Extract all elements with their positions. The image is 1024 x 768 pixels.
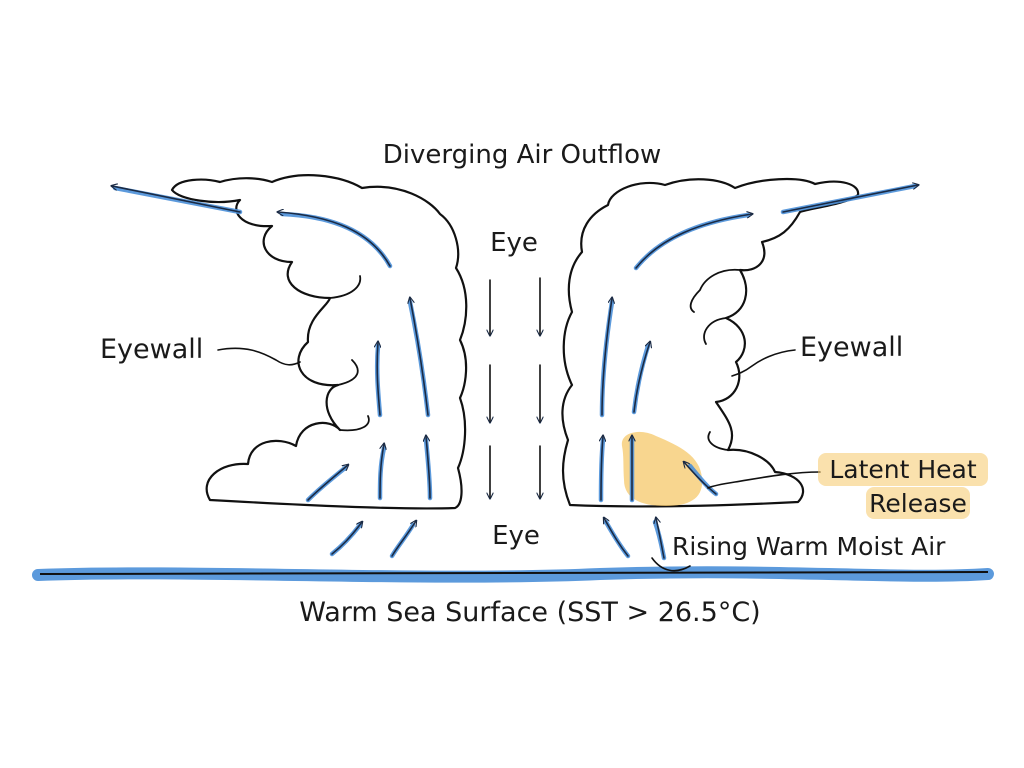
latent-heat-label-highlight xyxy=(818,453,988,519)
eyewall-right-leader xyxy=(731,349,796,377)
inflow-arrow-left-1 xyxy=(331,522,362,555)
outflow-arrow-right-inner xyxy=(635,214,752,269)
rising-arrow-left-5 xyxy=(307,465,348,501)
latent-heat-region xyxy=(621,431,703,506)
outflow-arrow-left-inner xyxy=(278,212,391,267)
rising-arrow-left-2 xyxy=(377,342,380,416)
rising-arrow-right-2 xyxy=(633,342,650,413)
eye-sinking-air-arrows xyxy=(490,277,540,498)
sea-surface-label: Warm Sea Surface (SST > 26.5°C) xyxy=(299,597,760,628)
eyewall-left-label: Eyewall xyxy=(100,334,203,365)
latent-heat-label-line1: Latent Heat xyxy=(829,455,977,484)
left-eyewall-cloud xyxy=(170,174,468,510)
inflow-arrow-right-1 xyxy=(604,518,629,557)
right-eyewall-cloud xyxy=(561,177,860,508)
inflow-arrow-left-2 xyxy=(391,521,416,557)
rising-air-leader xyxy=(651,557,691,572)
rising-arrow-left-3 xyxy=(426,436,431,499)
rising-arrow-left-4 xyxy=(379,444,384,499)
inflow-arrow-right-2 xyxy=(656,518,665,559)
rising-arrow-left-1 xyxy=(410,298,429,416)
rising-arrow-right-1 xyxy=(601,298,612,416)
eye-top-label: Eye xyxy=(490,228,538,258)
latent-heat-leader xyxy=(707,471,821,489)
rising-air-label: Rising Warm Moist Air xyxy=(672,532,946,561)
label-leaders xyxy=(217,347,821,572)
eyewall-left-leader xyxy=(217,347,301,366)
eye-bottom-label: Eye xyxy=(492,521,540,551)
warm-sea-surface xyxy=(32,566,994,583)
outflow-arrow-left-outer xyxy=(112,186,241,213)
eyewall-right-label: Eyewall xyxy=(800,332,903,363)
rising-arrow-right-3 xyxy=(601,436,603,501)
outflow-label: Diverging Air Outflow xyxy=(383,140,661,170)
outflow-arrow-right-outer xyxy=(782,185,918,213)
air-flow-arrows xyxy=(112,185,918,559)
rising-arrow-right-5 xyxy=(684,462,717,495)
latent-heat-label-line2: Release xyxy=(869,489,967,518)
